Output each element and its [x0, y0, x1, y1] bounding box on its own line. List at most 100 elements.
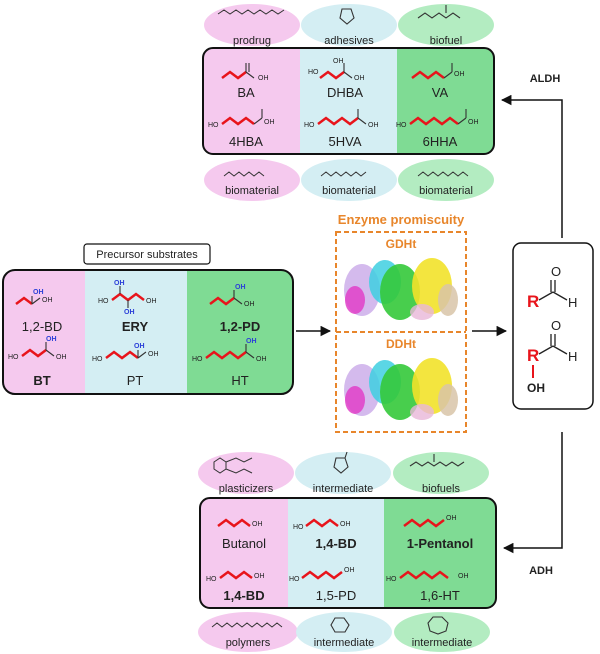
- svg-text:OH: OH: [258, 75, 269, 82]
- alcohol-app-label: biofuels: [422, 483, 460, 495]
- precursor-name: PT: [127, 373, 144, 388]
- svg-text:OH: OH: [33, 289, 44, 296]
- precursor-name: HT: [231, 373, 248, 388]
- gdht-protein-image: [344, 258, 458, 320]
- alcohol-bottom-app-row: polymers intermediate intermediate: [198, 612, 490, 652]
- 6hha-structure: [409, 116, 459, 126]
- acid-name: 4HBA: [229, 134, 263, 149]
- 12pd-structure: [209, 296, 235, 306]
- svg-text:HO: HO: [8, 354, 19, 361]
- alcohols-box: OH HO OH OH Butanol 1,4-BD 1-Pentanol HO…: [199, 497, 497, 609]
- precursor-name: BT: [33, 373, 50, 388]
- svg-text:OH: OH: [458, 573, 469, 580]
- methyl-pentanoate-icon: [417, 5, 461, 19]
- arrow-aldh: [500, 94, 563, 238]
- svg-text:HO: HO: [304, 122, 315, 129]
- svg-text:OH: OH: [46, 336, 57, 343]
- acid-name: 6HHA: [423, 134, 458, 149]
- biomaterial-label: biomaterial: [419, 185, 473, 197]
- alcohol-bottom-label: intermediate: [314, 637, 375, 649]
- polyester-icon: [320, 171, 367, 177]
- acids-box: OH HO OH OH OH BA DHBA VA HO OH HO OH HO…: [202, 47, 495, 155]
- dhba-structure: [319, 70, 345, 80]
- svg-text:HO: HO: [98, 298, 109, 305]
- precursor-name: ERY: [122, 319, 149, 334]
- svg-text:HO: HO: [206, 576, 217, 583]
- enzyme-name-gdht: GDHt: [386, 237, 417, 251]
- acid-name: BA: [237, 85, 255, 100]
- svg-text:HO: HO: [192, 356, 203, 363]
- 16ht-structure: [399, 570, 449, 580]
- svg-text:OH: OH: [244, 301, 255, 308]
- arrow-adh: [502, 432, 563, 554]
- enzyme-name-ddht: DDHt: [386, 337, 416, 351]
- phthalate-icon: [213, 457, 253, 474]
- svg-text:OH: OH: [254, 573, 265, 580]
- acid-app-ellipse-adhesives: [301, 4, 397, 46]
- acid-app-label: prodrug: [233, 35, 271, 47]
- alcohol-app-label: intermediate: [313, 483, 374, 495]
- svg-text:OH: OH: [252, 521, 263, 528]
- svg-text:HO: HO: [396, 122, 407, 129]
- 4hba-structure: [221, 116, 255, 126]
- svg-text:OH: OH: [256, 356, 267, 363]
- acid-name: VA: [432, 85, 449, 100]
- 15pd-structure: [301, 570, 343, 580]
- alcohol-name: 1,6-HT: [420, 588, 460, 603]
- alcohol-name: 1,4-BD: [223, 588, 264, 603]
- enzyme-box: GDHt DDHt: [335, 231, 467, 433]
- pt-structure: [105, 350, 139, 360]
- biomaterial-label: biomaterial: [225, 185, 279, 197]
- pentanol-structure: [403, 518, 445, 528]
- svg-text:H: H: [568, 349, 577, 364]
- ketone-icon: [409, 454, 465, 467]
- svg-text:HO: HO: [208, 122, 219, 129]
- svg-text:OH: OH: [148, 351, 159, 358]
- alcohol-bottom-label: polymers: [226, 637, 271, 649]
- va-structure: [411, 70, 445, 80]
- precursor-header: Precursor substrates: [83, 243, 211, 265]
- lactone-ring-icon: [427, 616, 449, 635]
- acid-app-label: biofuel: [430, 35, 462, 47]
- bt-structure: [21, 348, 47, 358]
- acid-app-ellipse-prodrug: [204, 4, 300, 46]
- precursor-box: OH OH OH OH HO OH OH OH 1,2-BD ERY 1,2-P…: [2, 269, 294, 395]
- svg-text:H: H: [568, 295, 577, 310]
- polyester-icon: [417, 171, 469, 177]
- ddht-protein-image: [344, 358, 458, 420]
- prodrug-structure-icon: [217, 9, 285, 15]
- svg-text:OH: OH: [468, 119, 479, 126]
- alcohol-bottom-label: intermediate: [412, 637, 473, 649]
- svg-text:OH: OH: [42, 297, 53, 304]
- thf-ring-icon: [339, 8, 355, 25]
- svg-text:OH: OH: [527, 381, 545, 395]
- ba-structure: [221, 70, 247, 80]
- svg-text:OH: OH: [333, 58, 344, 65]
- alcohol-name: Butanol: [222, 536, 266, 551]
- 14bd-structure: [219, 570, 253, 580]
- polymer-icon: [211, 622, 283, 628]
- svg-text:OH: OH: [235, 284, 246, 291]
- svg-text:OH: OH: [124, 309, 135, 316]
- lactone-ring-icon: [330, 617, 350, 633]
- r-group: R: [527, 292, 539, 311]
- svg-text:HO: HO: [289, 576, 300, 583]
- aldehyde-box: O R H O R H OH: [512, 242, 594, 410]
- svg-text:OH: OH: [134, 343, 145, 350]
- precursor-name: 1,2-PD: [220, 319, 260, 334]
- precursor-name: 1,2-BD: [22, 319, 62, 334]
- svg-text:OH: OH: [114, 280, 125, 287]
- svg-text:HO: HO: [308, 69, 319, 76]
- svg-text:HO: HO: [92, 356, 103, 363]
- svg-text:OH: OH: [344, 567, 355, 574]
- svg-text:Precursor substrates: Precursor substrates: [96, 249, 198, 261]
- 5hva-structure: [317, 116, 359, 126]
- alcohol-app-label: plasticizers: [219, 483, 274, 495]
- svg-text:O: O: [551, 318, 561, 333]
- ht-structure: [205, 350, 247, 360]
- butanol-structure: [217, 518, 251, 528]
- 14bd-structure: [305, 518, 339, 528]
- svg-text:OH: OH: [146, 298, 157, 305]
- svg-text:O: O: [551, 264, 561, 279]
